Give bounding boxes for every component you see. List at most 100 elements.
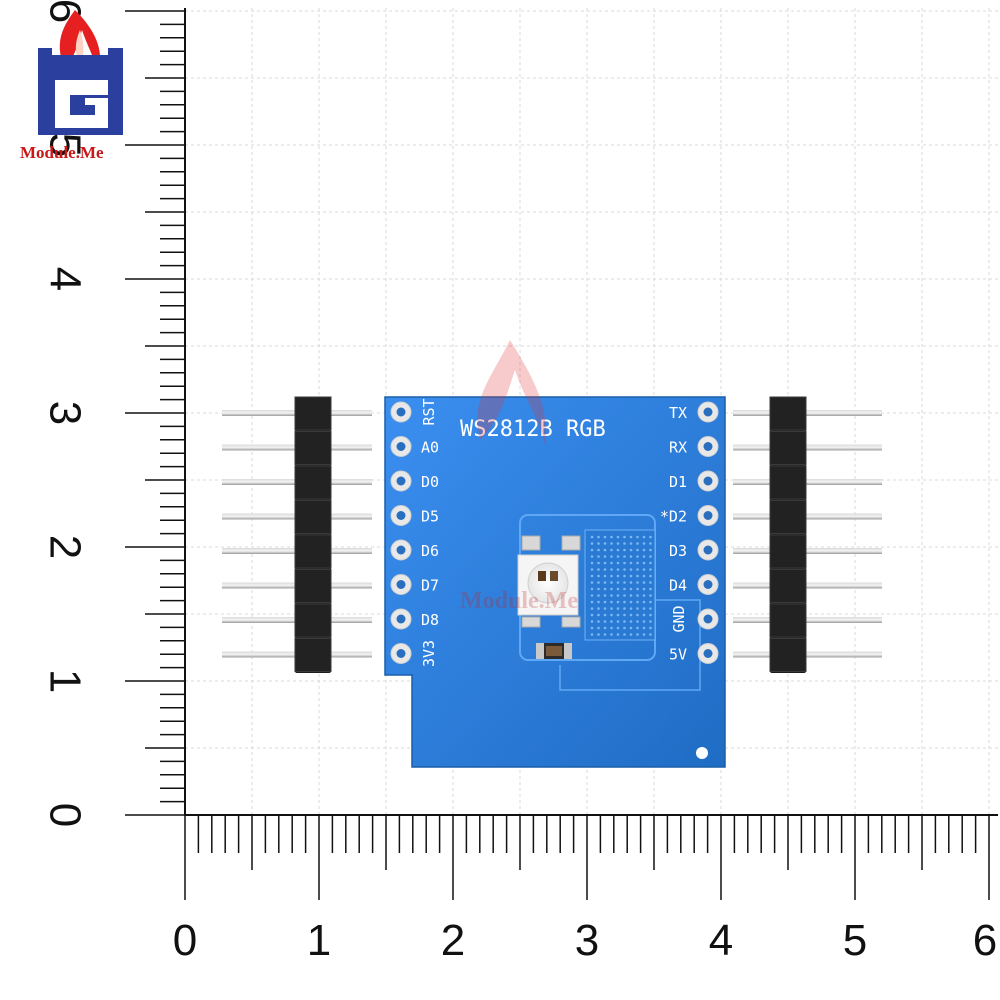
mounting-dot [696, 747, 708, 759]
copper-dot [597, 555, 600, 558]
header-segment [294, 638, 332, 672]
copper-dot [649, 574, 652, 578]
copper-dot [629, 581, 633, 584]
copper-dot [597, 600, 600, 604]
copper-dot [642, 600, 646, 604]
copper-dot [610, 626, 613, 630]
horizontal-ruler-label: 0 [173, 916, 197, 965]
copper-dot [649, 555, 652, 558]
copper-dot [616, 600, 620, 604]
header-pin [733, 582, 882, 589]
copper-dot [610, 555, 613, 558]
copper-dot [636, 633, 639, 636]
copper-dot [597, 581, 600, 584]
pin-hole [396, 649, 406, 658]
copper-dot [616, 548, 620, 552]
board-title: WS2812B RGB [460, 417, 606, 442]
copper-dot [597, 626, 600, 630]
copper-dot [623, 594, 626, 597]
header-segment [294, 500, 332, 534]
copper-dot [616, 555, 620, 558]
copper-dot [642, 568, 646, 571]
copper-dot [649, 594, 652, 597]
copper-dot [597, 561, 600, 565]
ws2812b-led [517, 535, 581, 628]
copper-dot [636, 620, 639, 623]
copper-dot [590, 613, 594, 617]
header-pin [733, 651, 882, 658]
copper-dot [642, 574, 646, 578]
pin-hole [396, 614, 406, 624]
copper-dot [597, 568, 600, 571]
pin-label-d6: D6 [421, 542, 439, 560]
header-pin [733, 410, 882, 416]
copper-dot [642, 587, 646, 591]
copper-dot [642, 561, 646, 565]
left-pin-header [222, 396, 372, 673]
copper-dot [590, 568, 594, 571]
copper-dot [597, 542, 600, 545]
pin-hole [703, 407, 713, 417]
copper-dot [603, 594, 607, 597]
pin-hole [396, 407, 406, 417]
copper-dot [616, 607, 620, 610]
copper-dot [597, 633, 600, 636]
copper-dot [603, 626, 607, 630]
copper-dot [610, 568, 613, 571]
header-segment [769, 638, 807, 672]
copper-dot [649, 626, 652, 630]
copper-dot [590, 574, 594, 578]
copper-dot [629, 555, 633, 558]
vertical-ruler-label: 2 [40, 535, 89, 559]
header-segment [294, 534, 332, 569]
copper-dot [629, 613, 633, 617]
right-pin-header [733, 396, 882, 673]
horizontal-ruler-label: 6 [973, 916, 997, 965]
copper-dot [623, 568, 626, 571]
copper-dot [636, 607, 639, 610]
vertical-ruler-label: 4 [40, 267, 89, 291]
pin-label-d8: D8 [421, 611, 439, 629]
copper-dot [636, 535, 639, 539]
copper-dot [636, 587, 639, 591]
copper-dot [623, 542, 626, 545]
pin-hole [703, 545, 713, 555]
copper-dot [649, 620, 652, 623]
pin-label-d4: D4 [669, 577, 687, 595]
copper-dot [603, 568, 607, 571]
copper-dot [610, 607, 613, 610]
copper-dot [642, 535, 646, 539]
copper-dot [616, 626, 620, 630]
copper-dot [603, 555, 607, 558]
center-watermark: Module.Me [460, 340, 578, 614]
copper-dot [636, 561, 639, 565]
copper-dot [629, 600, 633, 604]
copper-dot [610, 542, 613, 545]
brand-logo: Module.Me [20, 10, 123, 162]
watermark-center-text: Module.Me [460, 588, 578, 614]
header-segment [769, 431, 807, 465]
header-pin [733, 513, 882, 520]
copper-dot [642, 594, 646, 597]
copper-dot [629, 607, 633, 610]
header-segment [294, 465, 332, 500]
copper-dot [616, 542, 620, 545]
copper-dot [629, 587, 633, 591]
copper-dot [616, 613, 620, 617]
header-pin [733, 479, 882, 485]
copper-dot [649, 568, 652, 571]
pin-hole [703, 476, 713, 486]
copper-dot [616, 574, 620, 578]
copper-dot [649, 581, 652, 584]
copper-dot [590, 535, 594, 539]
pin-hole [396, 511, 406, 520]
copper-dot [649, 587, 652, 591]
copper-dot [649, 613, 652, 617]
pin-label-gnd: GND [670, 605, 688, 632]
pin-label-rx: RX [669, 439, 687, 457]
copper-dot [616, 620, 620, 623]
header-segment [769, 500, 807, 534]
logo-text: Module.Me [20, 143, 104, 162]
